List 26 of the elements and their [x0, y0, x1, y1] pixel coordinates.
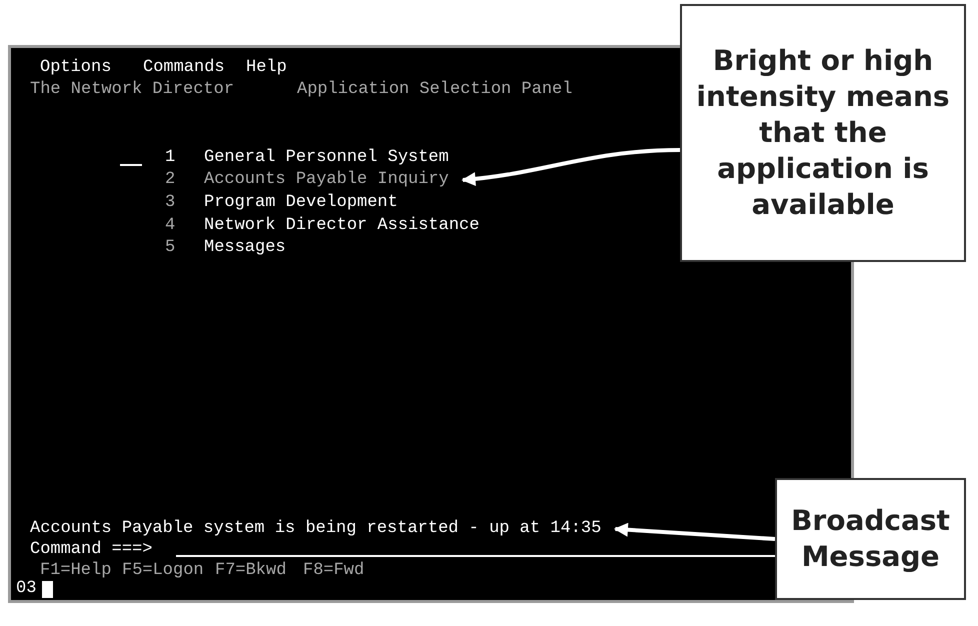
option-text: Accounts Payable Inquiry: [204, 170, 449, 190]
function-key: F7=Bkwd: [215, 561, 286, 581]
option-number: 3: [165, 193, 176, 213]
menu-item: Help: [246, 58, 287, 78]
menu-item: Commands: [143, 58, 225, 78]
option-number: 1: [165, 148, 176, 168]
option-text: Program Development: [204, 193, 398, 213]
option-text: General Personnel System: [204, 148, 449, 168]
option-text: Network Director Assistance: [204, 216, 480, 236]
callout-box: Broadcast Message: [775, 478, 966, 600]
arrow: [461, 148, 680, 186]
panel-title: The Network Director: [30, 80, 234, 100]
option-number: 5: [165, 238, 176, 258]
arrow: [614, 522, 776, 541]
function-key: F1=Help: [40, 561, 112, 581]
panel-title: Application Selection Panel: [297, 80, 572, 100]
option-text: Messages: [204, 238, 286, 258]
menu-item: Options: [40, 58, 112, 78]
function-key: F8=Fwd: [303, 561, 364, 581]
command-prompt: Command ===>: [30, 540, 152, 560]
option-number: 4: [165, 216, 176, 236]
callout-box: Bright or high intensity means that the application is available: [680, 4, 966, 262]
function-key: F5=Logon: [122, 561, 204, 581]
status-text: 03: [16, 579, 36, 599]
broadcast-message: Accounts Payable system is being restarted - up at 14:35: [30, 519, 602, 539]
option-number: 2: [165, 170, 176, 190]
